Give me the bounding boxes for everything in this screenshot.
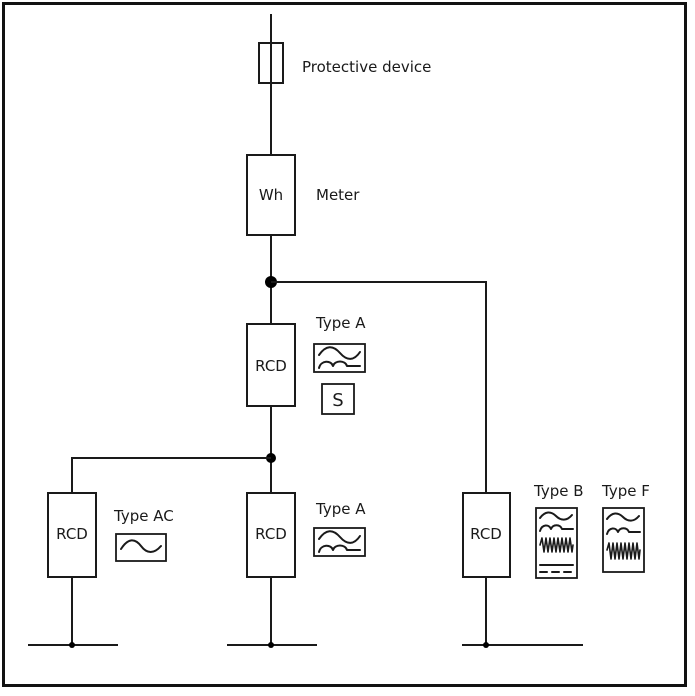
main-rcd-label: RCD [255,357,287,375]
main-rcd-type-label: Type A [315,314,366,332]
right-rcd-box [462,492,511,578]
protective-device [258,42,284,84]
high-frequency-icon [539,537,574,553]
left-rcd-type-label: Type AC [113,507,174,525]
type-b-symbol [535,507,578,579]
right-rcd-type-b-label: Type B [533,482,584,500]
pulsating-dc-icon [318,544,361,553]
meter-symbol: Wh [259,186,283,204]
type-a-symbol-box [313,527,366,557]
main-rcd: RCD [246,323,296,407]
right-busbar-dot [483,642,489,648]
middle-rcd: RCD [246,492,296,578]
protective-device-label: Protective device [302,58,431,76]
meter: Wh [246,154,296,236]
left-rcd: RCD [47,492,97,578]
right-rcd: RCD [462,492,511,578]
left-rcd-type-ac-symbol [115,533,167,562]
main-rcd-type-a-symbol [313,343,366,373]
pulsating-dc-icon [318,360,361,369]
right-rcd-label: RCD [470,525,502,543]
sine-wave-icon [318,530,361,544]
middle-rcd-type-a-symbol [313,527,366,557]
pulsating-dc-icon [606,527,641,535]
high-frequency-icon [606,542,641,560]
sine-wave-icon [606,512,640,522]
type-f-symbol [602,507,645,573]
sine-wave-icon [120,539,162,553]
right-branch-line [271,281,487,493]
meter-label: Meter [316,186,360,204]
middle-rcd-label: RCD [255,525,287,543]
selective-marker-label: S [332,390,343,411]
left-busbar-dot [69,642,75,648]
left-rcd-box [47,492,97,578]
selective-marker: S [321,383,355,415]
middle-busbar-dot [268,642,274,648]
type-a-symbol-box [313,343,366,373]
sine-wave-icon [539,511,573,521]
left-branch-line [71,457,271,493]
right-rcd-type-f-label: Type F [601,482,650,500]
sine-wave-icon [318,346,361,360]
selective-marker-box [321,383,355,415]
middle-rcd-type-label: Type A [315,500,366,518]
pulsating-dc-icon [539,524,574,532]
left-rcd-label: RCD [56,525,88,543]
meter-box [246,154,296,236]
